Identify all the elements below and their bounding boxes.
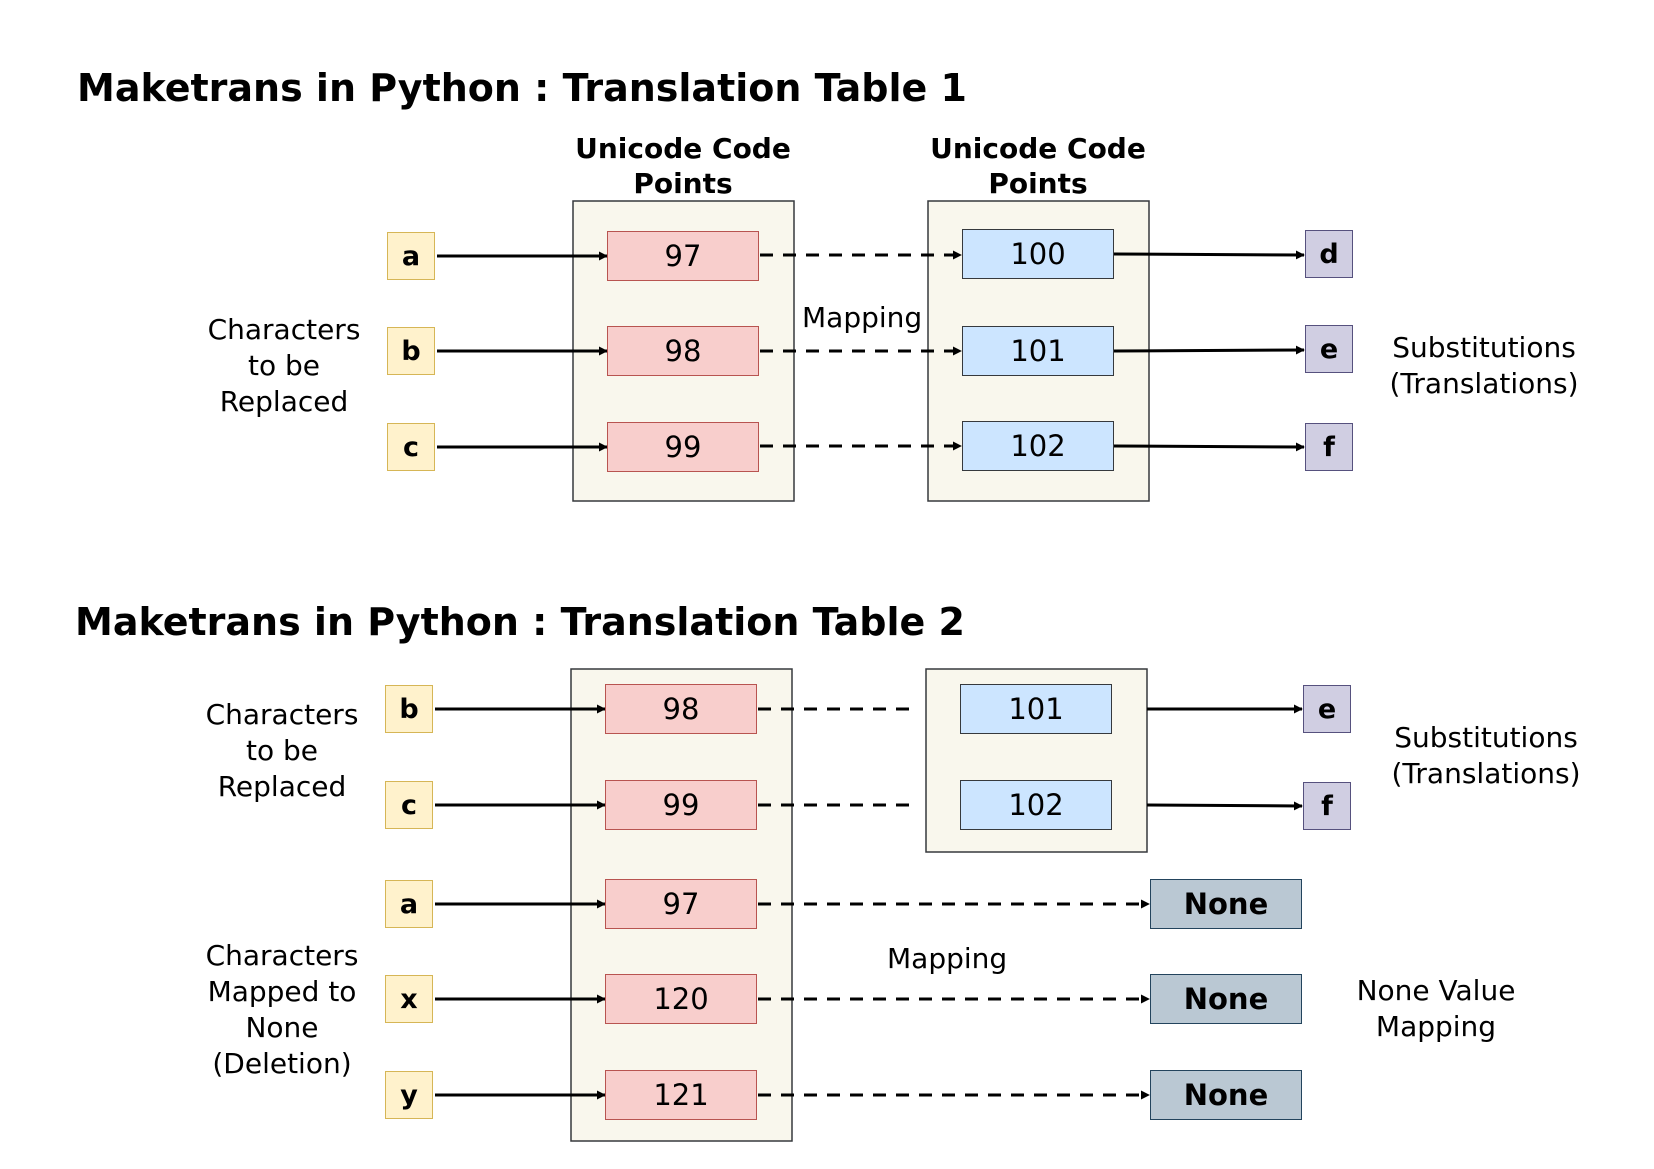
d2-left-note-bottom: Characters Mapped to None (Deletion) (205, 939, 359, 1080)
d1-source-char: b (387, 327, 435, 375)
d2-none-box: None (1150, 1070, 1302, 1120)
d1-left-note: Characters to be Replaced (207, 313, 361, 418)
d1-source-header: Unicode Code Points (575, 132, 791, 200)
d2-left-note-top: Characters to be Replaced (205, 698, 359, 803)
d1-result-char: e (1305, 325, 1353, 373)
d1-target-code: 101 (962, 326, 1114, 376)
d1-result-char: f (1305, 423, 1353, 471)
d1-source-code: 97 (607, 231, 759, 281)
d1-target-code: 102 (962, 421, 1114, 471)
d2-source-char: y (385, 1071, 433, 1119)
diagram-1-title: Maketrans in Python : Translation Table … (77, 66, 967, 110)
d2-target-code: 102 (960, 780, 1112, 830)
d2-source-char: b (385, 685, 433, 733)
d2-source-char: a (385, 880, 433, 928)
d2-source-char: x (385, 975, 433, 1023)
d2-result-char: f (1303, 782, 1351, 830)
d2-mapping-label: Mapping (887, 942, 1008, 975)
d1-source-char: c (387, 423, 435, 471)
d1-right-note: Substitutions (Translations) (1389, 331, 1579, 400)
d1-result-char: d (1305, 230, 1353, 278)
d1-arrow-100-to-d (1113, 250, 1305, 260)
d2-right-note-top: Substitutions (Translations) (1391, 721, 1581, 790)
d1-source-char: a (387, 232, 435, 280)
d2-target-code: 101 (960, 684, 1112, 734)
d2-none-box: None (1150, 879, 1302, 929)
d2-right-note-bottom: None Value Mapping (1356, 974, 1516, 1043)
d1-mapping-label: Mapping (802, 301, 923, 334)
d2-source-code: 121 (605, 1070, 757, 1120)
d2-source-code: 98 (605, 684, 757, 734)
d2-source-code: 99 (605, 780, 757, 830)
d2-source-code: 97 (605, 879, 757, 929)
diagram-2-title: Maketrans in Python : Translation Table … (75, 600, 965, 644)
d1-arrow-102-to-f (1113, 442, 1305, 452)
d2-none-box: None (1150, 974, 1302, 1024)
d1-arrow-101-to-e (1113, 345, 1305, 355)
d1-target-header: Unicode Code Points (930, 132, 1146, 200)
d2-source-code: 120 (605, 974, 757, 1024)
d1-source-code: 98 (607, 326, 759, 376)
d2-arrow-102-to-f (1146, 801, 1303, 811)
d2-source-char: c (385, 781, 433, 829)
d1-target-code: 100 (962, 229, 1114, 279)
d1-source-code: 99 (607, 422, 759, 472)
d2-result-char: e (1303, 685, 1351, 733)
